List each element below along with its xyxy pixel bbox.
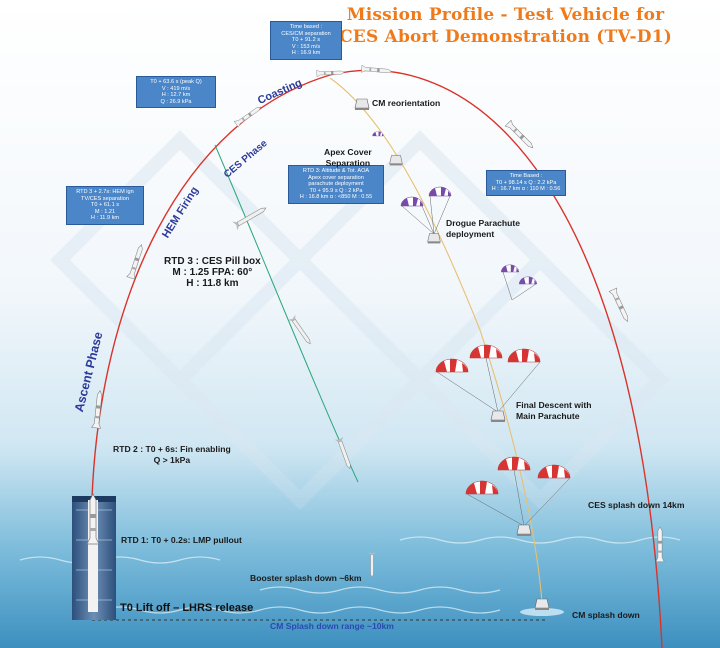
cm-reorientation-capsule xyxy=(354,98,370,111)
label-line: Final Descent with xyxy=(516,400,592,410)
box-line: Time based : xyxy=(289,24,323,30)
box-line: M : 1.21 xyxy=(94,208,116,215)
label-line: H : 11.8 km xyxy=(186,278,239,289)
drogue-parachute-group xyxy=(400,186,452,244)
box-line: H : 16.9 km xyxy=(291,50,321,57)
title-line-2: CES Abort Demonstration (TV-D1) xyxy=(339,27,672,47)
ces-splash-label: CES splash down 14km xyxy=(588,500,685,510)
box-line: T0 + 95.9 s Q : 2 kPa xyxy=(309,187,363,194)
apex-cover-label: Apex Cover Separation xyxy=(324,147,372,169)
box-line: RTD 3: Altitude & Tot. AOA xyxy=(302,168,370,174)
title-line-1: Mission Profile - Test Vehicle for xyxy=(346,5,665,25)
box-line: H : 11.9 km xyxy=(90,215,120,222)
drogue-label: Drogue Parachute deployment xyxy=(446,218,520,240)
box-line: T0 + 91.2 s xyxy=(291,37,321,44)
sea-waves xyxy=(19,536,681,614)
main-parachute-group-2 xyxy=(465,456,571,537)
label-line: RTD 3 : CES Pill box xyxy=(164,256,261,267)
diagram-title: Mission Profile - Test Vehicle for CES A… xyxy=(339,4,672,48)
box-line: RTD 3 + 2.7s: HEM ign xyxy=(76,189,134,195)
final-descent-label: Final Descent with Main Parachute xyxy=(516,400,591,422)
rtd1-label: RTD 1: T0 + 0.2s: LMP pullout xyxy=(121,535,242,545)
box-line: CES/CM separation xyxy=(281,30,331,37)
box-line: Q : 26.9 kPa xyxy=(160,98,192,105)
box-line: H : 16.8 km α : <850 M : 0.55 xyxy=(299,194,373,201)
sea xyxy=(0,440,720,648)
splash-range-label: CM Splash down range ~10km xyxy=(270,621,394,631)
box-line: T0 + 63.6 s (peak Q) xyxy=(150,79,202,85)
box-line: TV/CES separation xyxy=(81,195,129,202)
label-line: deployment xyxy=(446,229,495,239)
info-box-time-based-right: Time Based : T0 + 98.14 s Q : 2.2 kPa H … xyxy=(486,170,566,196)
label-line: Drogue Parachute xyxy=(446,218,521,228)
rtd3-pill-label: RTD 3 : CES Pill box M : 1.25 FPA: 60° H… xyxy=(164,256,261,289)
box-line: T0 + 61.1 s xyxy=(90,202,120,209)
cm-reorientation-label: CM reorientation xyxy=(372,98,441,108)
cm-splash-capsule xyxy=(520,598,564,616)
main-parachute-group-1 xyxy=(435,344,541,423)
box-line: Time Based : xyxy=(509,173,543,179)
label-line: Q > 1kPa xyxy=(153,455,191,465)
box-line: T0 + 98.14 s Q : 2.2 kPa xyxy=(495,179,557,186)
box-line: V : 153 m/s xyxy=(291,43,321,50)
label-line: Apex Cover xyxy=(324,147,372,157)
info-box-rtd3-hem: RTD 3 + 2.7s: HEM ign TV/CES separation … xyxy=(66,186,144,225)
liftoff-label: T0 Lift off – LHRS release xyxy=(120,602,254,614)
box-line: Apex cover separation xyxy=(308,174,364,181)
booster-splash-label: Booster splash down ~6km xyxy=(250,573,362,583)
rtd2-label: RTD 2 : T0 + 6s: Fin enabling Q > 1kPa xyxy=(113,444,231,466)
info-box-max-q: T0 + 63.6 s (peak Q) V : 419 m/s H : 12.… xyxy=(136,76,216,109)
label-line: RTD 2 : T0 + 6s: Fin enabling xyxy=(113,444,231,454)
box-line: V : 419 m/s xyxy=(161,85,191,92)
label-line: M : 1.25 FPA: 60° xyxy=(172,267,253,278)
drogue-parachute-group-2 xyxy=(500,264,538,301)
info-box-rtd3-apex: RTD 3: Altitude & Tot. AOA Apex cover se… xyxy=(288,165,384,204)
main-trajectory xyxy=(91,69,663,648)
box-line: H : 16.7 km α : 110 M : 0.56 xyxy=(491,186,561,193)
label-line: Separation xyxy=(325,158,371,168)
cm-splash-label: CM splash down xyxy=(572,610,640,620)
label-line: Main Parachute xyxy=(516,411,580,421)
info-box-ces-cm-sep: Time based : CES/CM separation T0 + 91.2… xyxy=(270,21,342,60)
box-line: parachute deployment xyxy=(308,181,364,188)
box-line: H : 12.7 km xyxy=(161,92,191,99)
